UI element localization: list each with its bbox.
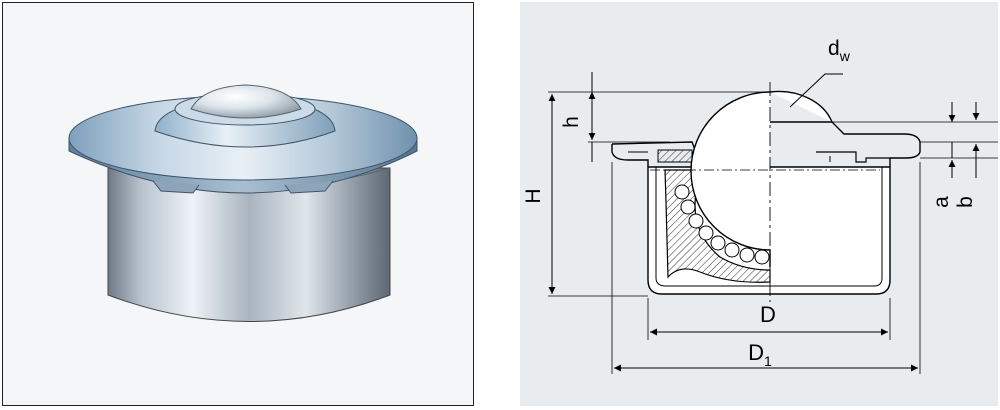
label-dw: dw xyxy=(828,37,851,64)
label-b: b xyxy=(954,196,977,208)
cross-section-drawing: dw h H a b D D1 xyxy=(522,37,998,374)
cross-section-drawing-panel: dw h H a b D D1 xyxy=(520,2,998,406)
main-ball xyxy=(690,90,833,267)
label-a: a xyxy=(930,196,953,208)
label-h: h xyxy=(560,116,583,128)
label-H: H xyxy=(522,188,545,203)
label-D1: D1 xyxy=(748,340,772,369)
product-render-panel xyxy=(2,2,474,406)
support-balls xyxy=(674,184,770,265)
label-D: D xyxy=(760,302,776,327)
ball-transfer-unit-render xyxy=(68,84,418,322)
extension-lines xyxy=(548,91,998,374)
dimension-lines xyxy=(548,72,980,372)
